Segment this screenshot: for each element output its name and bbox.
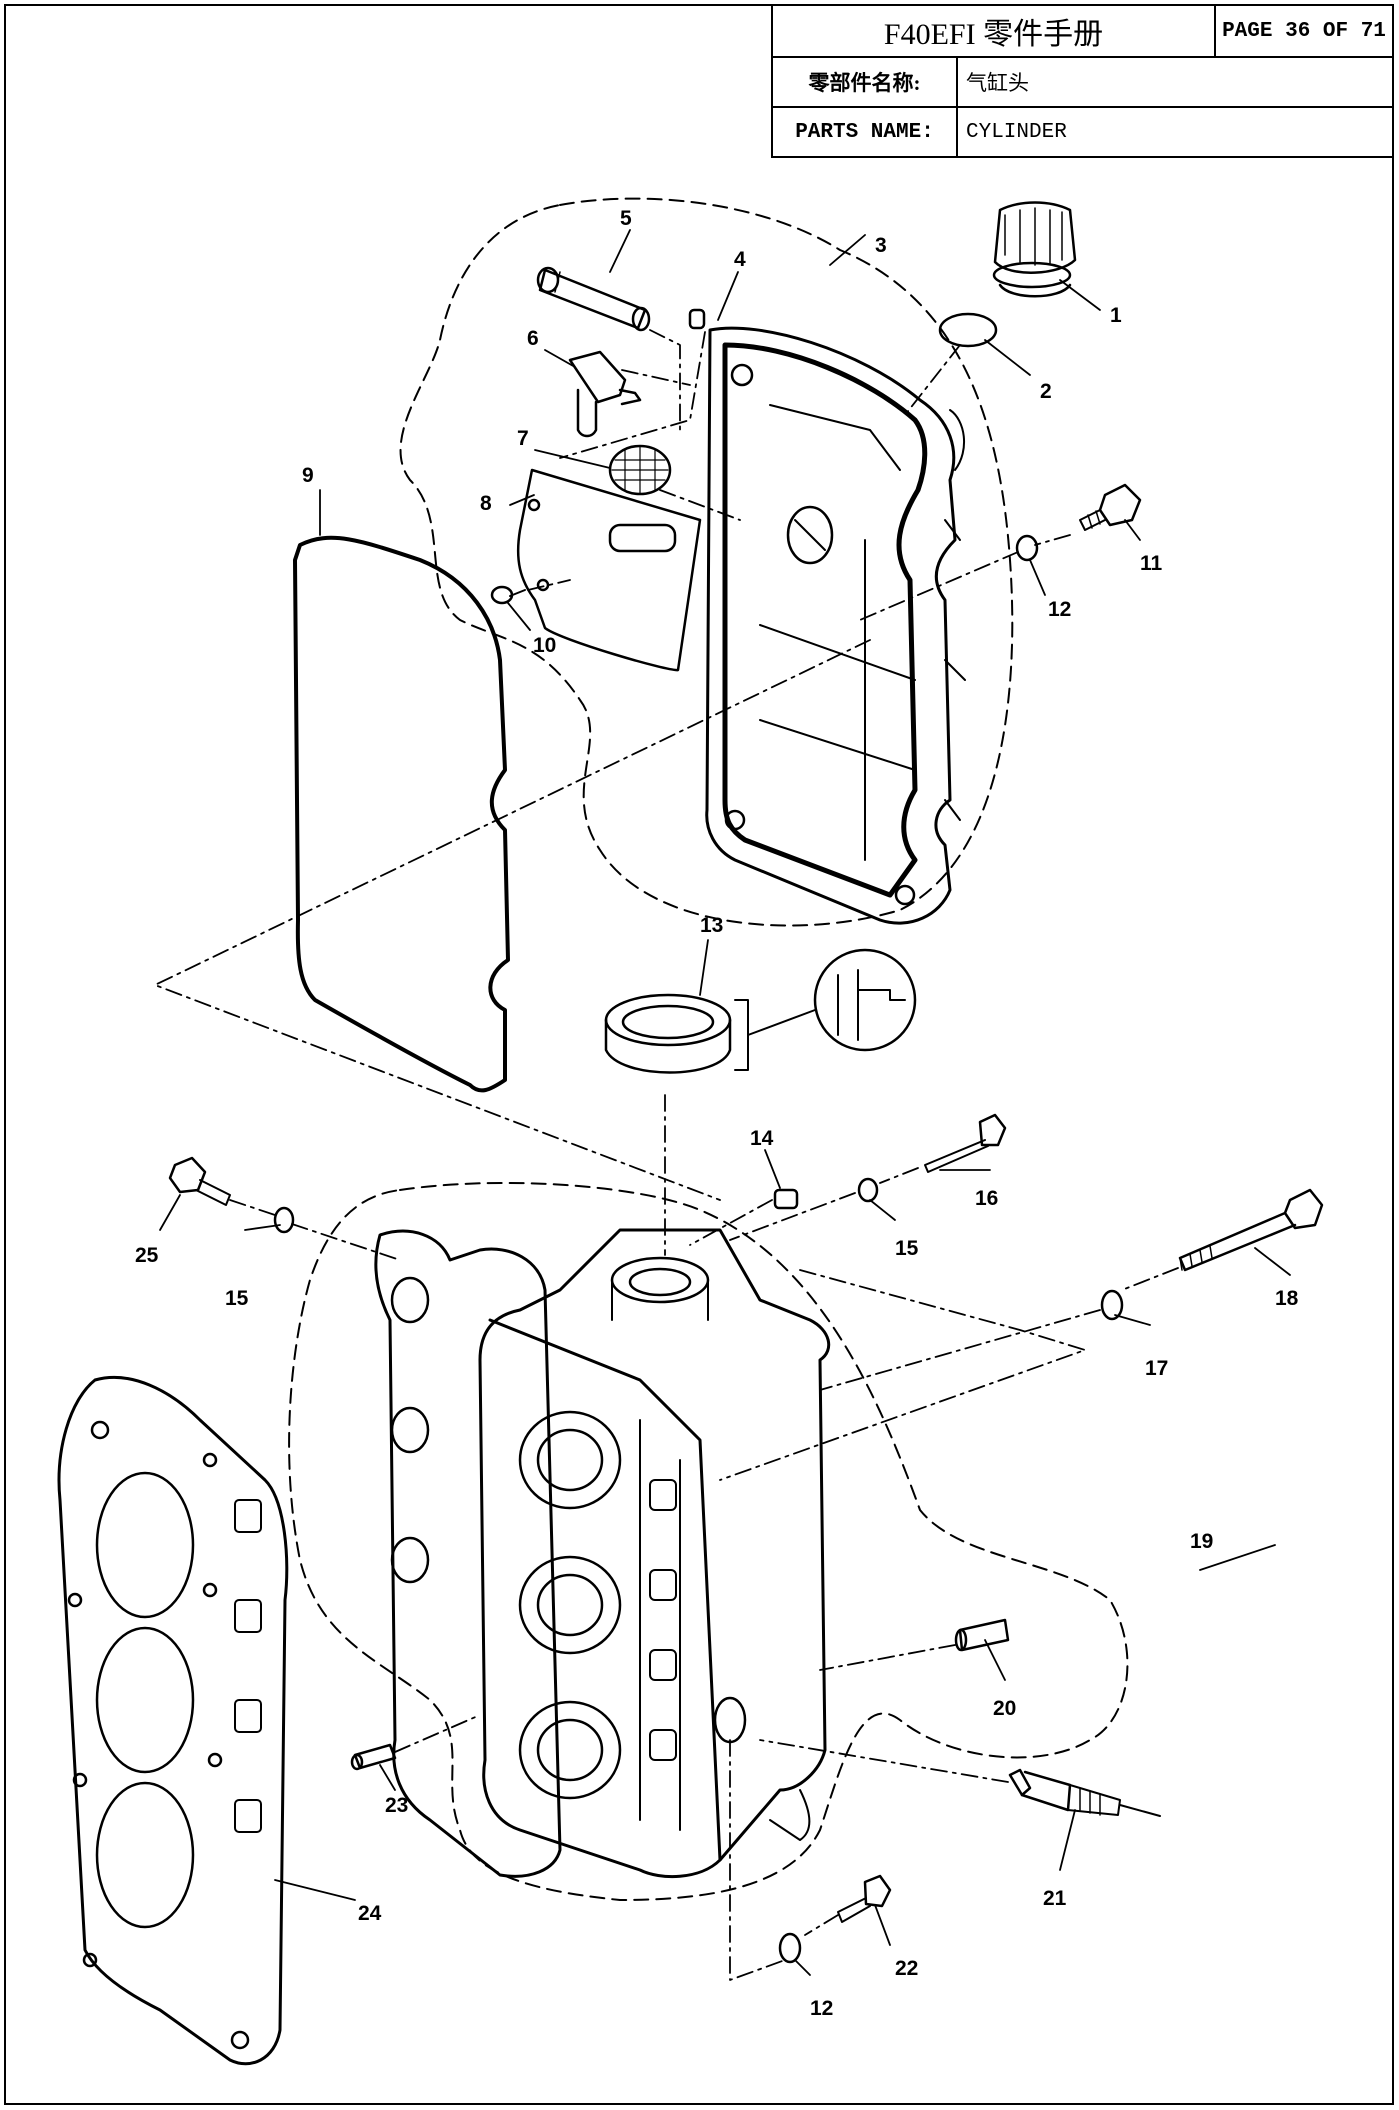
assembly-lines <box>154 329 1179 1981</box>
part-8-plate <box>516 468 702 672</box>
callout-12-upper: 12 <box>1048 598 1071 621</box>
en-name-label: PARTS NAME: <box>773 108 958 156</box>
callout-17: 17 <box>1145 1357 1168 1380</box>
callout-2: 2 <box>1040 380 1052 403</box>
en-name-value: CYLINDER <box>966 120 1067 144</box>
callout-15-right: 15 <box>895 1237 919 1260</box>
callout-19: 19 <box>1190 1530 1213 1553</box>
part-22-bolt <box>837 1874 892 1923</box>
callout-22: 22 <box>895 1957 918 1980</box>
manual-title: F40EFI 零件手册 <box>773 6 1216 56</box>
callout-3: 3 <box>875 234 887 257</box>
callout-11: 11 <box>1140 552 1163 575</box>
part-5-tube <box>536 266 651 332</box>
part-23-pin <box>350 1743 397 1771</box>
callout-23: 23 <box>385 1794 408 1817</box>
title-row: F40EFI 零件手册 PAGE 36 OF 71 <box>773 6 1392 58</box>
part-13-oil-seal <box>604 948 917 1074</box>
part-11-bolt <box>1079 483 1142 531</box>
leader-lines <box>159 229 1291 1976</box>
part-2-o-ring <box>938 312 998 348</box>
callout-5: 5 <box>620 207 632 230</box>
group-outline-head <box>288 1181 1129 1901</box>
part-15-washer-right <box>857 1177 879 1203</box>
part-7-mesh-filter <box>608 444 672 496</box>
part-10-screw <box>490 585 526 605</box>
callout-1: 1 <box>1110 304 1122 327</box>
callout-8: 8 <box>480 492 492 515</box>
part-3-valve-cover <box>705 326 966 925</box>
cn-name-value: 气缸头 <box>966 71 1029 95</box>
callout-10: 10 <box>533 634 556 657</box>
part-25-bolt <box>168 1156 231 1206</box>
part-14-nut <box>773 1188 799 1210</box>
part-18-stud-bolt <box>1178 1188 1324 1272</box>
callout-6: 6 <box>527 327 539 350</box>
part-9-gasket <box>293 535 510 1093</box>
callout-13: 13 <box>700 914 723 937</box>
part-20-dowel <box>954 1618 1010 1652</box>
callout-14: 14 <box>750 1127 774 1150</box>
callout-24: 24 <box>358 1902 382 1925</box>
part-16-long-bolt <box>924 1113 1007 1173</box>
en-name-row: PARTS NAME: CYLINDER <box>773 108 1392 156</box>
part-19-cylinder-head <box>374 1228 831 1879</box>
callout-7: 7 <box>517 427 529 450</box>
group-outline-cover <box>399 197 1014 927</box>
callout-16: 16 <box>975 1187 998 1210</box>
part-12-washer-lower <box>778 1932 802 1964</box>
title-block: F40EFI 零件手册 PAGE 36 OF 71 零部件名称: 气缸头 PAR… <box>771 4 1394 158</box>
part-24-head-gasket <box>57 1375 289 2066</box>
cn-name-row: 零部件名称: 气缸头 <box>773 58 1392 108</box>
callout-21: 21 <box>1043 1887 1067 1910</box>
cn-name-label: 零部件名称: <box>773 58 958 106</box>
part-6-elbow-fitting <box>568 350 642 438</box>
callout-15-left: 15 <box>225 1287 249 1310</box>
part-21-spark-plug <box>1008 1768 1161 1817</box>
callout-4: 4 <box>734 248 746 271</box>
part-15-washer-left <box>273 1206 295 1234</box>
part-12-washer-upper <box>1015 534 1039 562</box>
callout-9: 9 <box>302 464 314 487</box>
callout-25: 25 <box>135 1244 159 1267</box>
part-17-washer <box>1100 1289 1124 1321</box>
callout-20: 20 <box>993 1697 1016 1720</box>
drawing-frame <box>4 4 1394 2105</box>
callout-12-lower: 12 <box>810 1997 833 2020</box>
page-number: PAGE 36 OF 71 <box>1222 19 1386 43</box>
part-4-pin <box>688 308 706 330</box>
callout-18: 18 <box>1275 1287 1299 1310</box>
part-1-oil-filler-cap <box>992 201 1077 298</box>
